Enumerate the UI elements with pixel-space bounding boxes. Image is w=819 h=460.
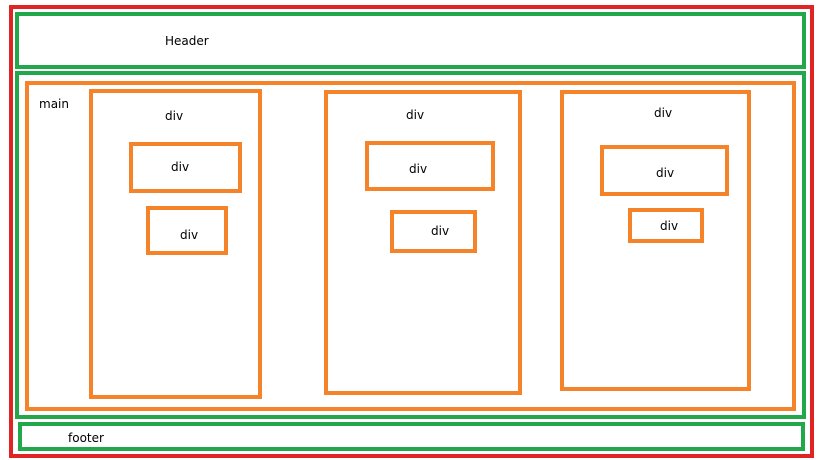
main-box: main: [25, 81, 796, 411]
column-3-label: div: [654, 106, 673, 120]
column-1-child-1-label: div: [171, 160, 190, 174]
column-2-child-2-label: div: [431, 224, 450, 238]
column-2-label: div: [406, 108, 425, 122]
column-1: div: [89, 89, 262, 399]
column-1-child-2: div: [146, 206, 228, 255]
column-2: div: [324, 90, 522, 395]
column-1-child-1: div: [129, 142, 242, 193]
column-2-child-1-label: div: [409, 162, 428, 176]
column-3-child-1-label: div: [656, 166, 675, 180]
footer-box: footer: [18, 422, 805, 451]
page-container: [9, 5, 814, 458]
column-2-child-2: div: [390, 210, 477, 253]
main-section: [15, 71, 806, 419]
footer-label: footer: [68, 431, 104, 445]
column-1-child-2-label: div: [180, 228, 199, 242]
column-2-child-1: div: [365, 141, 495, 191]
header-box: Header: [15, 12, 806, 69]
column-3-child-2-label: div: [660, 219, 679, 233]
main-label: main: [39, 97, 69, 111]
header-label: Header: [165, 34, 209, 48]
column-1-label: div: [165, 109, 184, 123]
column-3-child-1: div: [600, 145, 729, 196]
column-3: div: [560, 90, 751, 391]
column-3-child-2: div: [628, 208, 704, 243]
